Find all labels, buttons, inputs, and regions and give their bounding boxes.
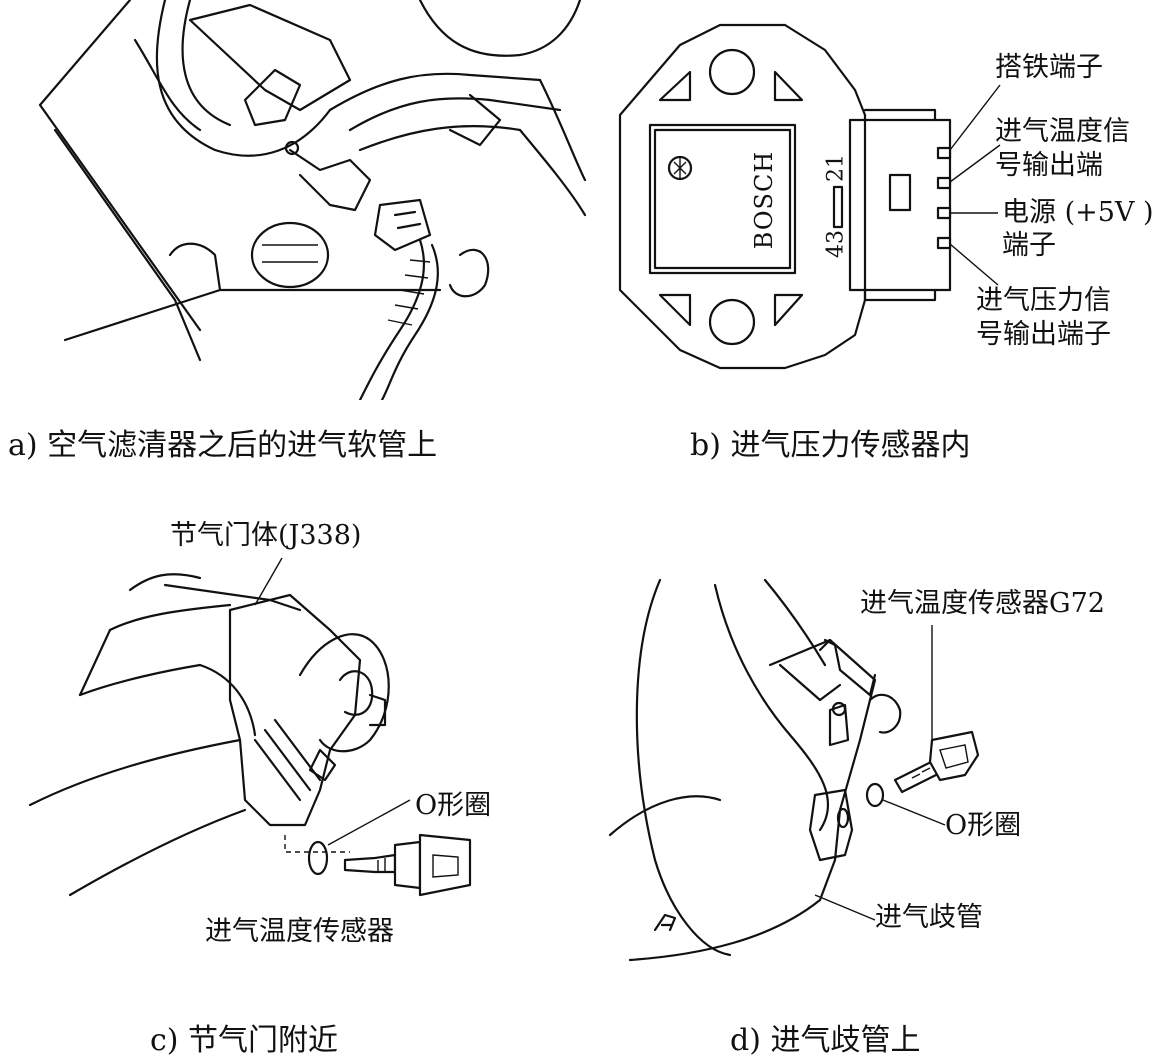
label-temp-signal-2: 号输出端 bbox=[995, 150, 1103, 181]
pin-numbers-top: 21 bbox=[823, 154, 849, 182]
caption-c: c) 节气门附近 bbox=[150, 1023, 339, 1058]
panel-b: BOSCH 21 43 搭铁端子 进气温度信 号输出端 电源 (+5V ) 端子… bbox=[590, 0, 1161, 470]
panel-a: a) 空气滤清器之后的进气软管上 bbox=[0, 0, 590, 463]
panel-d: 进气温度传感器G72 O形圈 进气歧管 d) 进气歧管上 bbox=[590, 500, 1161, 1058]
label-throttle-body: 节气门体(J338) bbox=[170, 520, 362, 551]
caption-d: d) 进气歧管上 bbox=[730, 1023, 921, 1058]
label-power-1: 电源 (+5V ) bbox=[1002, 197, 1154, 228]
caption-a: a) 空气滤清器之后的进气软管上 bbox=[8, 428, 438, 463]
label-ground-terminal: 搭铁端子 bbox=[995, 52, 1103, 83]
label-intake-manifold: 进气歧管 bbox=[875, 902, 983, 933]
panel-c-drawing bbox=[0, 500, 590, 980]
label-sensor-c: 进气温度传感器 bbox=[205, 916, 394, 947]
mapsensor-drawing bbox=[590, 0, 1161, 400]
label-o-ring-c: O形圈 bbox=[415, 790, 492, 821]
panel-d-drawing bbox=[590, 500, 1161, 980]
panel-a-drawing bbox=[0, 0, 590, 400]
label-sensor-g72: 进气温度传感器G72 bbox=[860, 588, 1105, 619]
label-power-2: 端子 bbox=[1002, 230, 1056, 261]
label-pressure-signal-1: 进气压力信 bbox=[976, 285, 1111, 316]
brand-label: BOSCH bbox=[750, 150, 779, 250]
pin-numbers-bottom: 43 bbox=[823, 230, 849, 258]
caption-b: b) 进气压力传感器内 bbox=[690, 428, 971, 463]
label-pressure-signal-2: 号输出端子 bbox=[976, 319, 1111, 350]
label-o-ring-d: O形圈 bbox=[945, 810, 1022, 841]
panel-c: 节气门体(J338) O形圈 进气温度传感器 c) 节气门附近 bbox=[0, 500, 590, 1058]
label-temp-signal-1: 进气温度信 bbox=[995, 116, 1130, 147]
